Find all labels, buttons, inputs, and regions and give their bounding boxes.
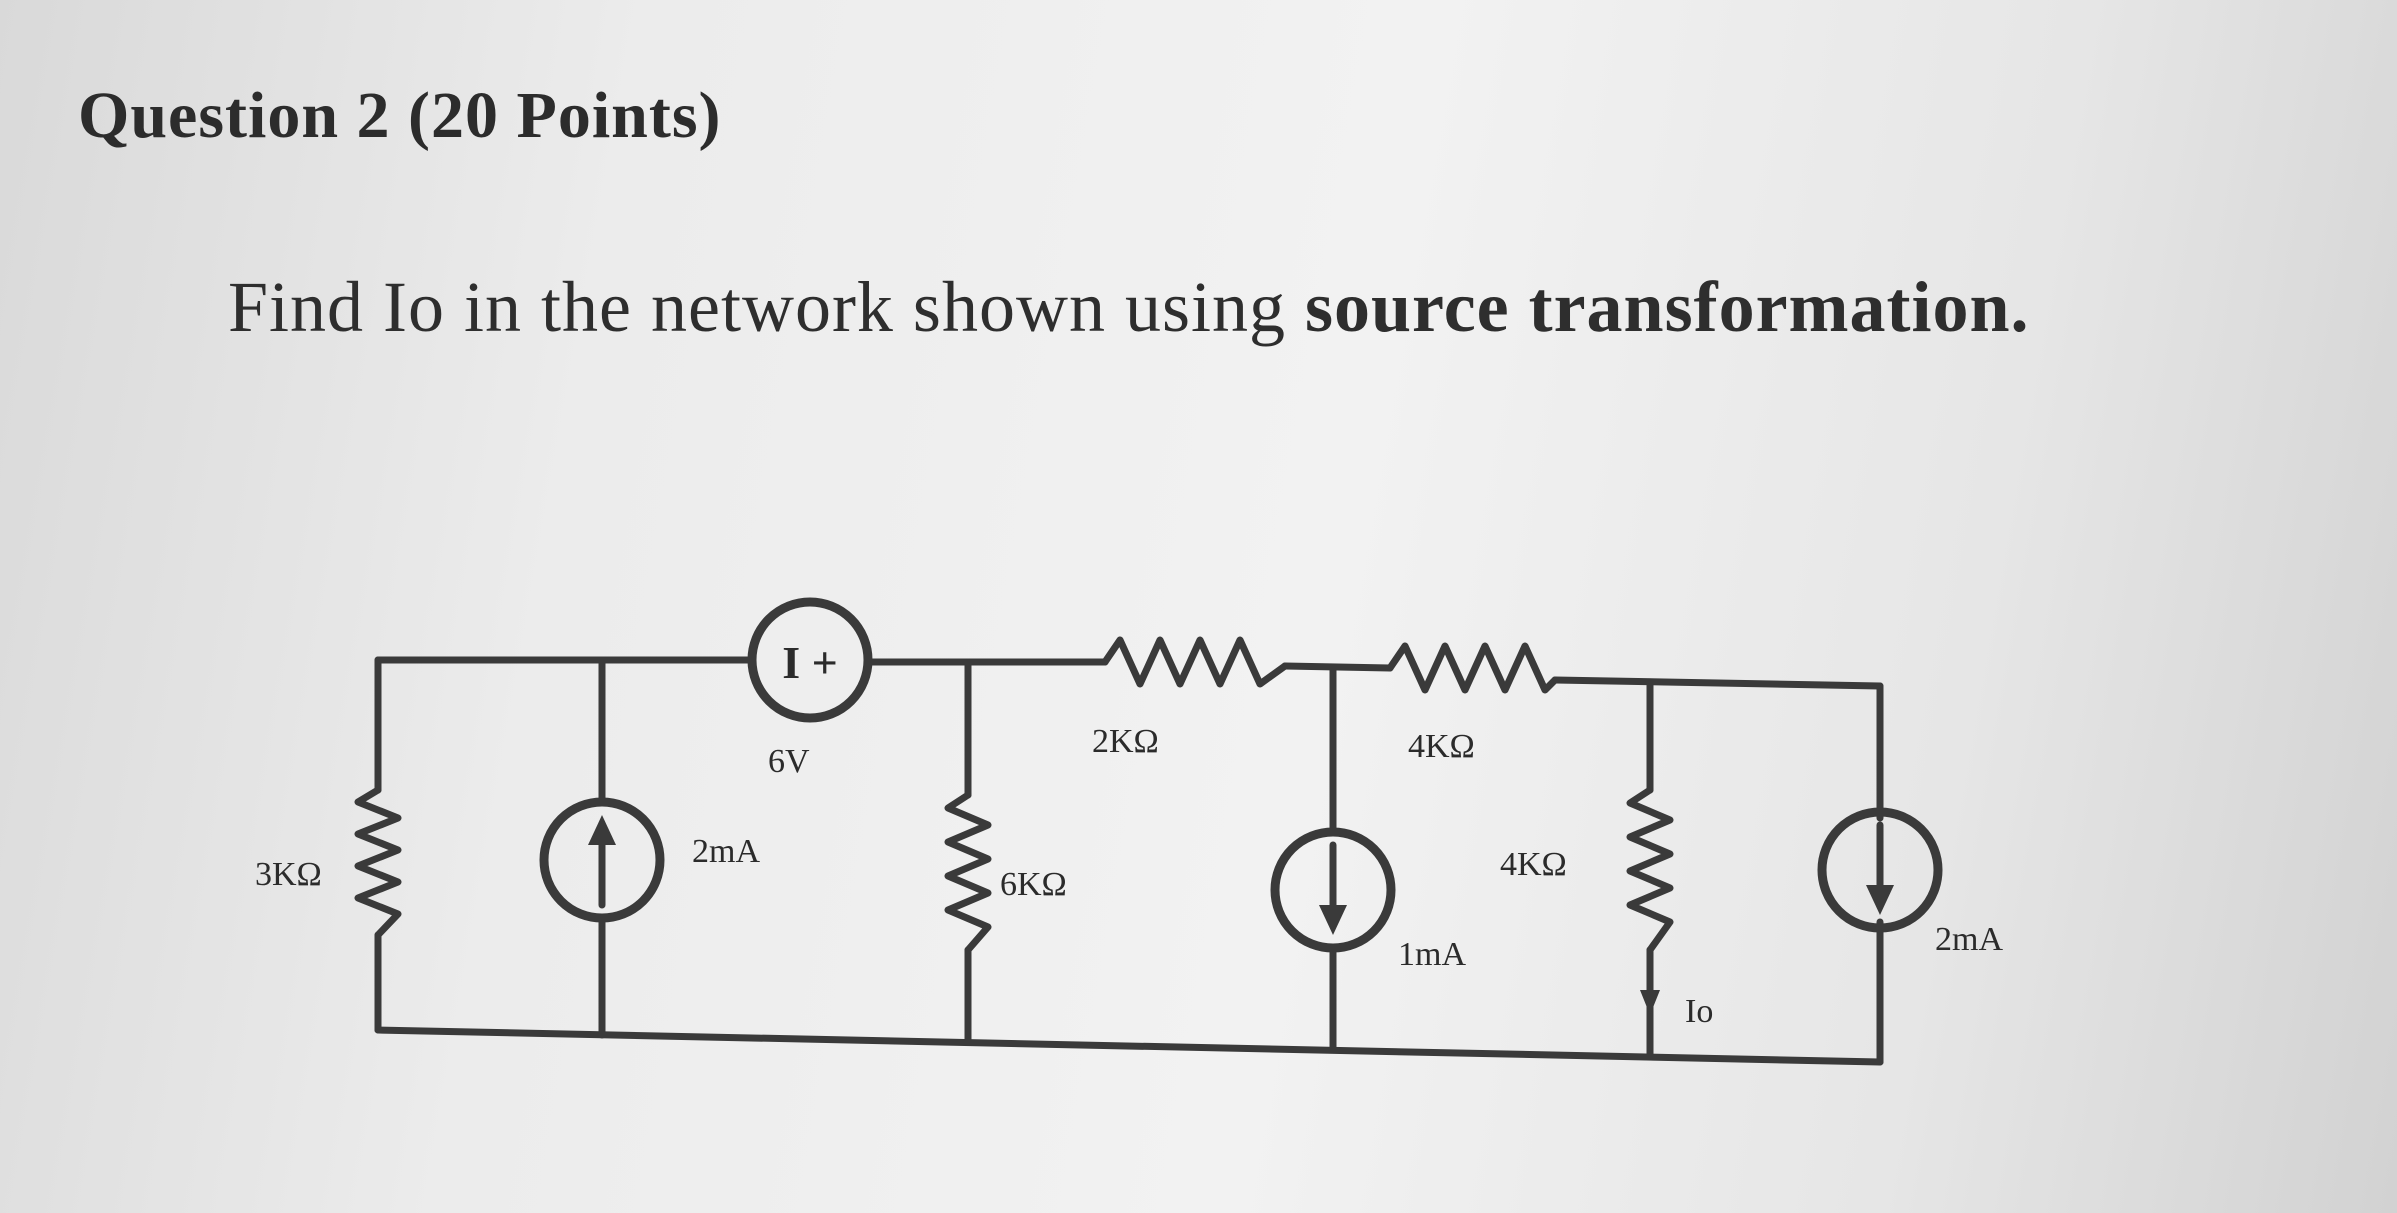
label-r-right: 4KΩ: [1500, 846, 1567, 883]
arrow-down-right-icon: [1866, 885, 1894, 915]
wire-bottom: [374, 1026, 1884, 1066]
voltage-polarity: I +: [782, 637, 838, 688]
io-arrow-icon: [1640, 990, 1660, 1015]
resistor-4k-top-symbol: [1386, 642, 1559, 694]
wire-top-mid2: [1281, 662, 1394, 672]
label-i-source-down: 1mA: [1398, 936, 1466, 973]
label-r-top-1: 2KΩ: [1092, 723, 1159, 760]
prompt-emphasis: source transformation.: [1304, 267, 2030, 347]
resistor-3k-symbol: [354, 786, 402, 939]
voltage-source-6v-circle: [747, 597, 873, 723]
label-r-mid: 6KΩ: [1000, 866, 1067, 903]
label-r-top-2: 4KΩ: [1408, 728, 1475, 765]
current-source-2ma-right-circle: [1817, 807, 1943, 933]
arrow-up-icon: [588, 815, 616, 845]
resistor-2k-symbol: [1101, 636, 1289, 688]
question-prompt: Find Io in the network shown using sourc…: [228, 266, 2030, 349]
label-v-source: 6V: [768, 743, 810, 780]
resistor-6k-symbol: [944, 791, 992, 954]
arrow-down-icon: [1319, 905, 1347, 935]
label-i-source-right: 2mA: [1935, 921, 2003, 958]
wire-top-right: [1551, 676, 1884, 690]
resistor-4k-right-symbol: [1626, 786, 1674, 954]
label-io: Io: [1685, 993, 1713, 1030]
label-r-left: 3KΩ: [255, 856, 322, 893]
current-source-1ma-circle: [1270, 827, 1396, 953]
current-source-2ma-circle: [539, 797, 665, 923]
label-i-source-up: 2mA: [692, 833, 760, 870]
question-heading: Question 2 (20 Points): [78, 79, 722, 152]
prompt-text: Find Io in the network shown using: [228, 267, 1305, 347]
